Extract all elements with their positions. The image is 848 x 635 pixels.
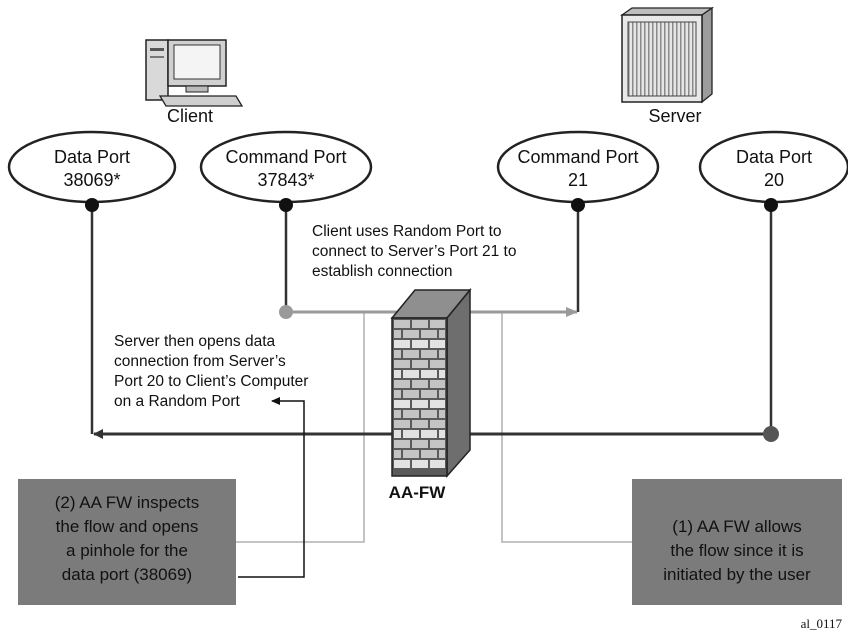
figure-id: al_0117 — [801, 616, 843, 631]
server-label: Server — [648, 106, 701, 126]
firewall-brick — [403, 430, 419, 438]
firewall-brick — [412, 380, 428, 388]
server-data-port-dot — [764, 198, 778, 212]
annotation-line: on a Random Port — [114, 393, 240, 410]
firewall-brick — [394, 460, 410, 468]
firewall-brick — [403, 330, 419, 338]
client-command-port-node: Command Port 37843* — [199, 130, 373, 204]
firewall-brick — [412, 420, 428, 428]
firewall-brick — [430, 340, 445, 348]
firewall-brick — [394, 340, 410, 348]
firewall-brick — [430, 320, 445, 328]
callout-line: data port (38069) — [62, 565, 192, 584]
data-origin-dot — [763, 426, 779, 442]
firewall-brick — [421, 350, 437, 358]
pinhole-arrow — [238, 397, 305, 578]
firewall-brick — [421, 450, 437, 458]
firewall-brick — [394, 440, 410, 448]
firewall-brick — [394, 420, 410, 428]
firewall-brick — [394, 380, 410, 388]
server-data-port-title: Data Port — [736, 147, 812, 167]
firewall-brick — [394, 350, 401, 358]
firewall-brick — [430, 360, 445, 368]
annotation-line: connect to Server’s Port 21 to — [312, 243, 516, 260]
server-command-port-node: Command Port 21 — [496, 130, 660, 204]
firewall-brick — [430, 440, 445, 448]
firewall-brick — [439, 410, 445, 418]
firewall-brick — [403, 450, 419, 458]
firewall-brick — [439, 370, 445, 378]
annotation-line: Client uses Random Port to — [312, 223, 502, 240]
client-command-port-title: Command Port — [225, 147, 346, 167]
firewall-brick — [403, 370, 419, 378]
server-command-port-title: Command Port — [517, 147, 638, 167]
firewall-icon — [390, 287, 472, 478]
firewall-brick — [412, 400, 428, 408]
firewall-brick — [421, 410, 437, 418]
left-callout-box: (2) AA FW inspects the flow and opens a … — [18, 479, 236, 605]
server-data-port-node: Data Port 20 — [698, 130, 848, 204]
server-opens-annotation: Server then opens data connection from S… — [114, 333, 308, 410]
client-command-port-dot — [279, 198, 293, 212]
annotation-line: Server then opens data — [114, 333, 276, 350]
annotation-line: connection from Server’s — [114, 353, 286, 370]
server-data-port-number: 20 — [764, 170, 784, 190]
client-label: Client — [167, 106, 213, 126]
firewall-brick — [412, 440, 428, 448]
callout-line: the flow and opens — [56, 517, 199, 536]
firewall-brick — [430, 380, 445, 388]
firewall-brick — [394, 410, 401, 418]
firewall-brick — [421, 430, 437, 438]
callout-line: the flow since it is — [670, 541, 803, 560]
firewall-brick — [394, 360, 410, 368]
server-icon — [619, 6, 715, 104]
firewall-brick — [421, 390, 437, 398]
right-callout-box: (1) AA FW allows the flow since it is in… — [632, 479, 842, 605]
callout-line: (1) AA FW allows — [672, 517, 801, 536]
firewall-brick — [394, 450, 401, 458]
firewall-brick — [412, 360, 428, 368]
client-connect-annotation: Client uses Random Port to connect to Se… — [312, 223, 516, 280]
firewall-brick — [403, 390, 419, 398]
command-origin-dot — [279, 305, 293, 319]
firewall-brick — [439, 350, 445, 358]
firewall-brick — [412, 460, 428, 468]
firewall-brick — [439, 450, 445, 458]
client-data-port-number: 38069* — [63, 170, 120, 190]
callout-line: (2) AA FW inspects — [55, 493, 200, 512]
firewall-label: AA-FW — [389, 483, 447, 502]
right-callout-leader — [501, 312, 632, 543]
firewall-brick — [394, 390, 401, 398]
firewall-brick — [439, 390, 445, 398]
firewall-brick — [430, 400, 445, 408]
client-command-port-number: 37843* — [257, 170, 314, 190]
server-command-port-number: 21 — [568, 170, 588, 190]
client-computer-icon — [145, 39, 244, 107]
firewall-brick — [394, 370, 401, 378]
firewall-brick — [394, 430, 401, 438]
firewall-brick — [421, 330, 437, 338]
server-command-port-dot — [571, 198, 585, 212]
firewall-brick — [403, 410, 419, 418]
firewall-brick — [394, 400, 410, 408]
firewall-brick — [439, 330, 445, 338]
client-data-port-title: Data Port — [54, 147, 130, 167]
client-data-port-dot — [85, 198, 99, 212]
client-data-port-node: Data Port 38069* — [7, 130, 177, 204]
annotation-line: establish connection — [312, 263, 452, 280]
annotation-line: Port 20 to Client’s Computer — [114, 373, 308, 390]
firewall-brick — [394, 330, 401, 338]
firewall-brick — [412, 340, 428, 348]
callout-line: initiated by the user — [663, 565, 811, 584]
callout-line: a pinhole for the — [66, 541, 188, 560]
firewall-brick — [412, 320, 428, 328]
firewall-brick — [421, 370, 437, 378]
firewall-brick — [430, 420, 445, 428]
firewall-brick — [430, 460, 445, 468]
firewall-brick — [403, 350, 419, 358]
firewall-brick — [439, 430, 445, 438]
left-callout-leader — [236, 312, 365, 543]
firewall-brick — [394, 320, 410, 328]
